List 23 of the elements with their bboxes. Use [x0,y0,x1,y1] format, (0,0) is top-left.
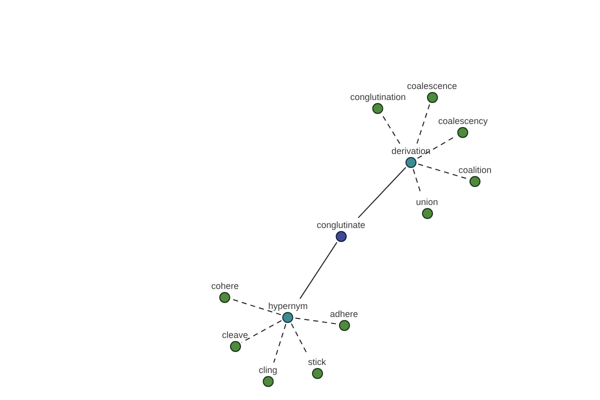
node-label: cling [258,364,278,374]
dashed-connector [381,114,400,144]
node-label: conglutinate [316,220,366,230]
dashed-connector [241,320,282,343]
node-label: union [416,196,438,206]
dashed-connector [273,324,286,363]
node-label: cleave [222,330,248,340]
node-label: coalescence [406,80,458,90]
node-label: coalescency [438,116,488,126]
node-label: cohere [211,280,239,290]
connector-line [300,242,338,300]
node-label: adhere [330,308,358,318]
node-label: hypernym [268,300,308,310]
dashed-connector [290,323,308,356]
node-label: stick [308,356,326,366]
dashed-connector [418,164,468,180]
dashed-connector [416,104,430,144]
connector-line [358,166,406,218]
node-label: conglutination [350,92,406,102]
node-label: coalition [458,164,492,174]
dashed-connector [232,298,282,316]
dashed-connector [294,318,338,324]
node-label: derivation [391,146,431,156]
